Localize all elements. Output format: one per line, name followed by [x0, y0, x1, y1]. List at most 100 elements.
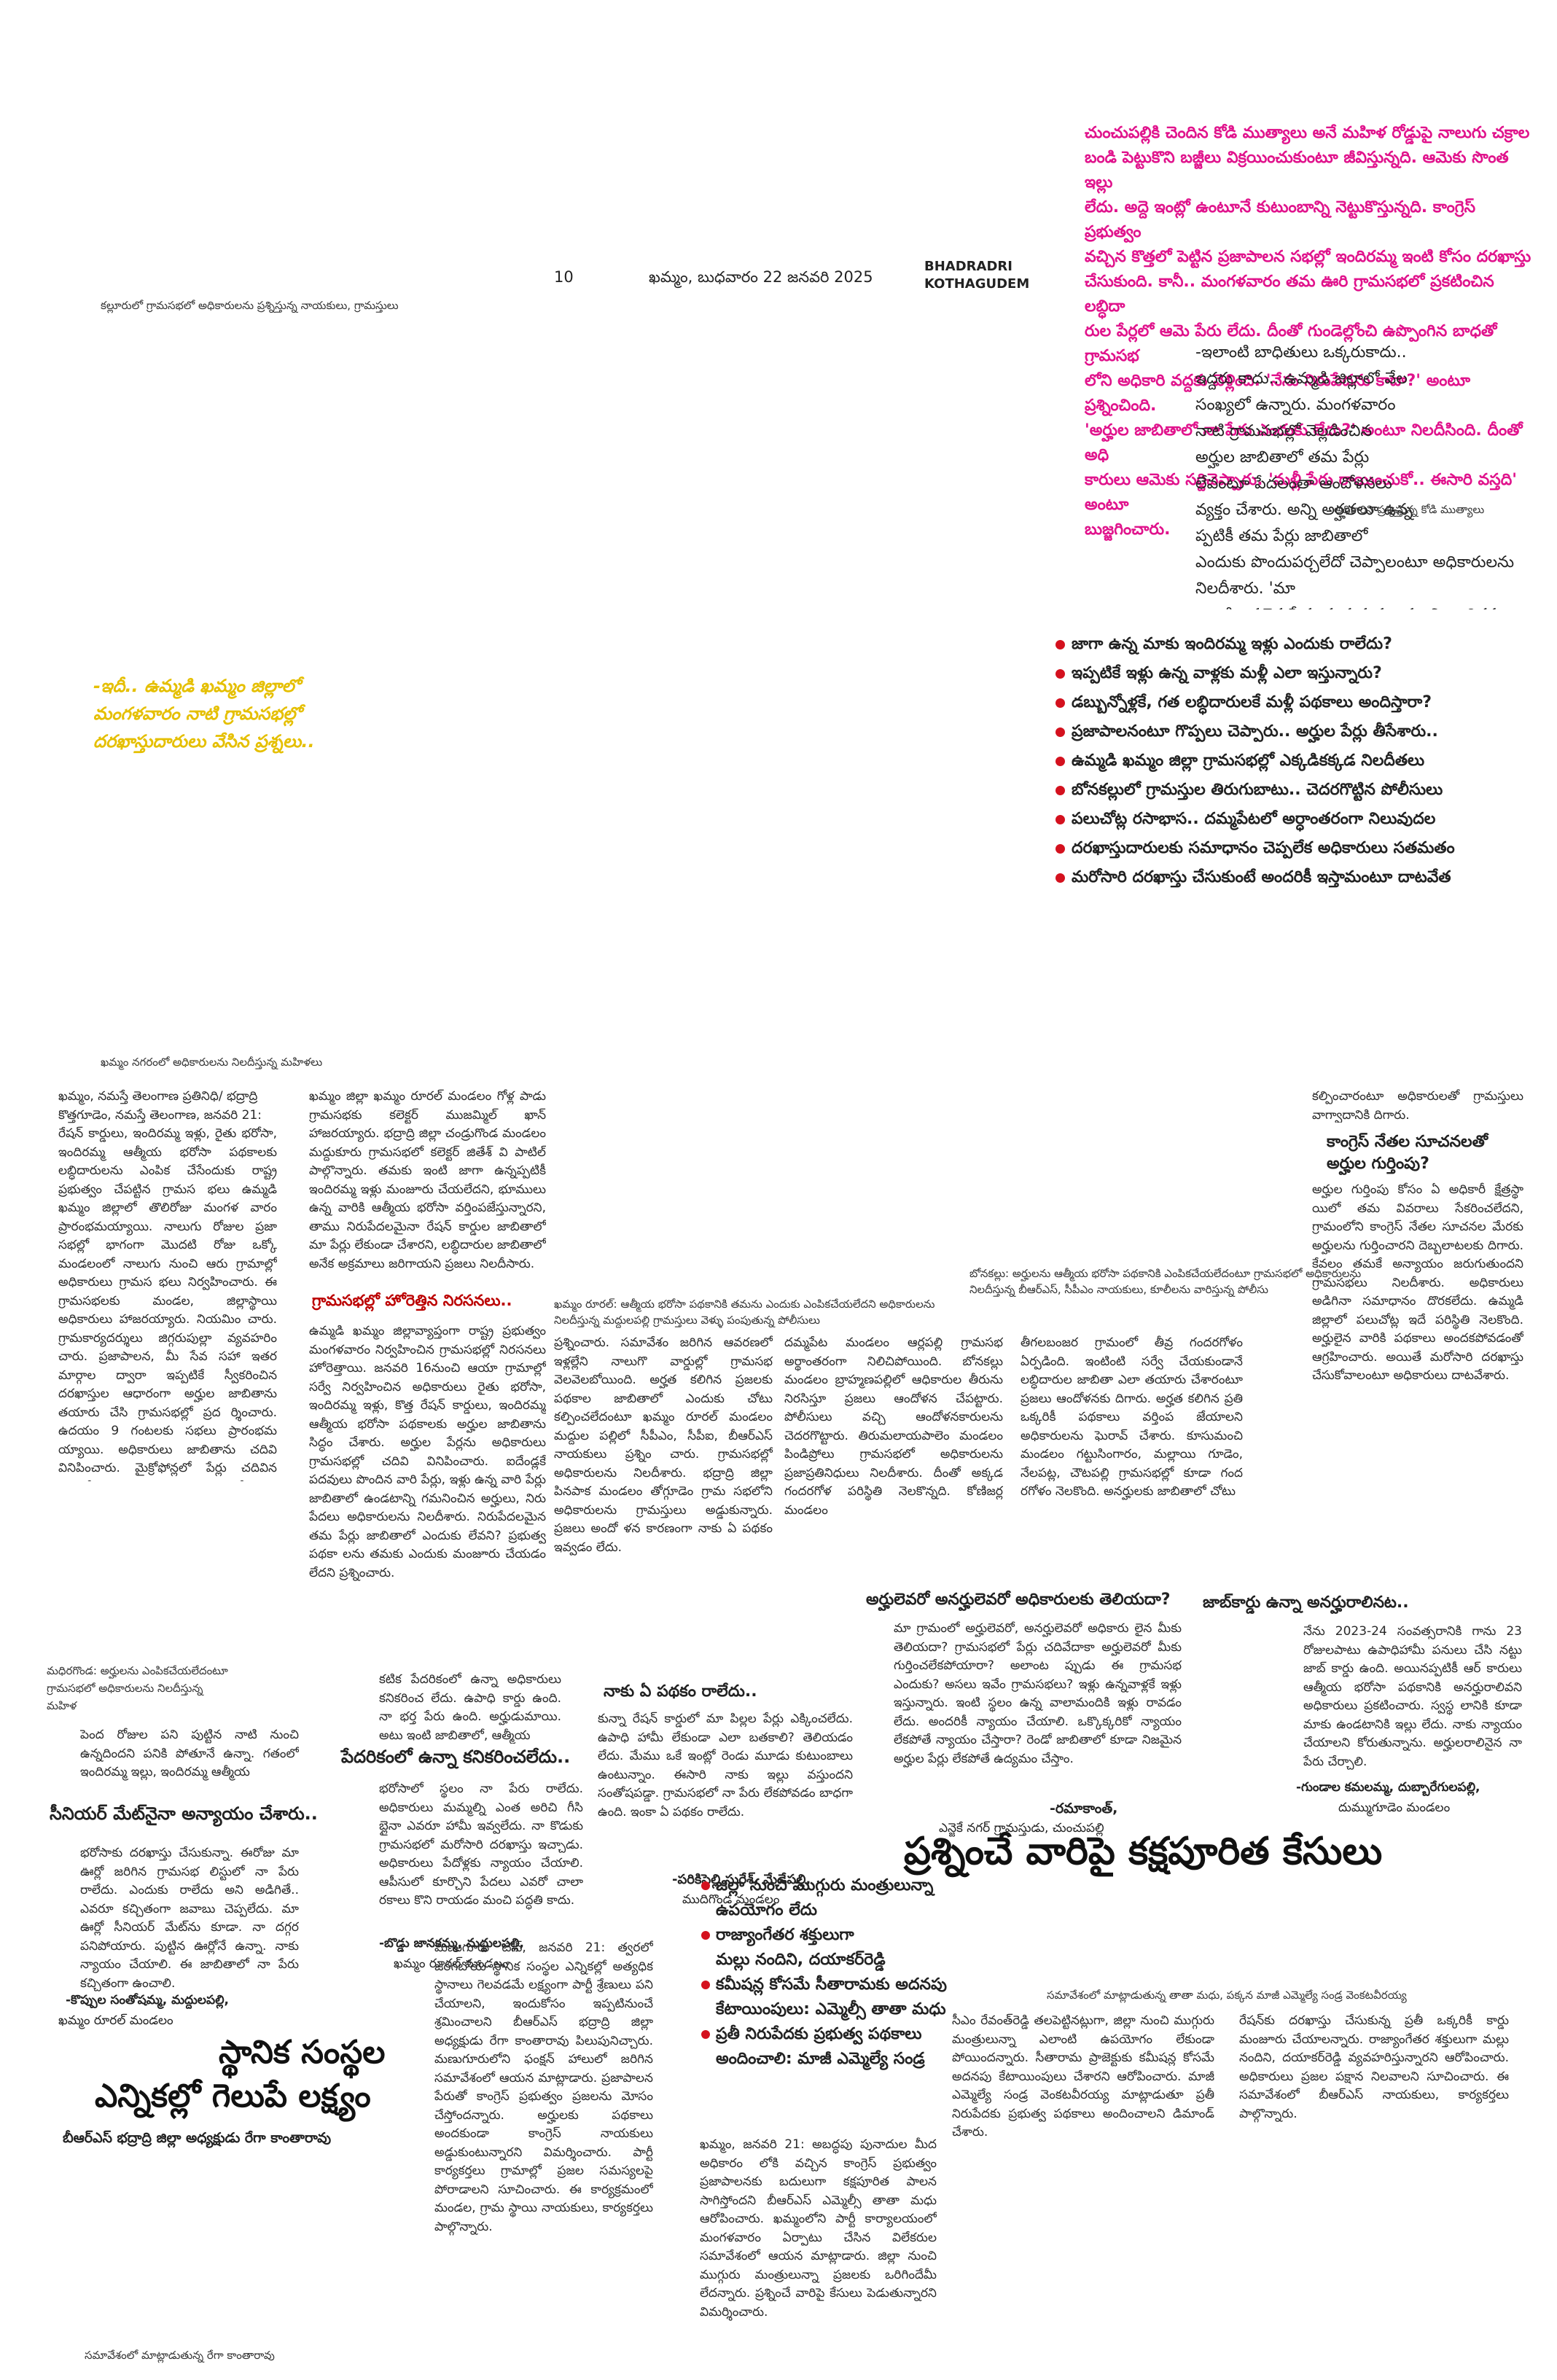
main-story-column-2: ఖమ్మం జిల్లా ఖమ్మం రూరల్ మండలం గోళ్ల పాడ…	[309, 1089, 546, 1271]
santhoshamma-place: ఖమ్మం రూరల్ మండలం	[58, 2013, 173, 2028]
kantharao-photo-caption: సమావేశంలో మాట్లాడుతున్న రేగా కాంతారావు	[85, 2349, 275, 2362]
headline-sthanika-2: ఎన్నికల్లో గెలుపే లక్ష్యం	[95, 2077, 371, 2115]
question-item: ఇప్పటికే ఇళ్లు ఉన్న వాళ్లకు మళ్లీ ఎలా ఇస…	[1055, 659, 1455, 688]
questions-intro-callout: -ఇదీ.. ఉమ్మడి ఖమ్మం జిల్లాలో మంగళవారం నా…	[93, 676, 315, 752]
question-text: పలుచోట్ల రసాభాస.. దమ్మపేటలో అర్ధాంతరంగా …	[1072, 810, 1436, 828]
ramakanth-signature: -రమాకాంత్,	[1050, 1800, 1118, 1817]
headline-sthanika-1: స్థానిక సంస్థల	[219, 2034, 386, 2071]
bullet-icon	[1055, 698, 1065, 708]
sthanika-subhead: బీఆర్ఎస్ భద్రాద్రి జిల్లా అధ్యక్షుడు రేగ…	[63, 2130, 332, 2146]
dateline: ఖమ్మం, బుధవారం 22 జనవరి 2025	[649, 268, 873, 286]
main-story-column-2b: ఉమ్మడి ఖమ్మం జిల్లావ్యాప్తంగా రాష్ట్ర ప్…	[309, 1324, 546, 1580]
headline-kakshapurita-kesulu: ప్రశ్నించే వారిపై కక్షపూరిత కేసులు	[904, 1830, 1383, 1873]
subhead-senior-mate: సీనియర్ మేట్‌నైనా అన్యాయం చేశారు..	[50, 1803, 318, 1824]
congress-story-text: అర్హుల గుర్తింపు కోసం ఏ అధికారీ క్షేత్రస…	[1312, 1182, 1523, 1383]
column-6-top: కల్పించారంటూ అధికారులతో గ్రామస్తులు వాగ్…	[1312, 1089, 1523, 1123]
senior-mate-quote: భరోసాకు దరఖాస్తు చేసుకున్నా. ఈరోజు మా ఊర…	[80, 1846, 299, 1991]
bullet-icon	[1055, 639, 1065, 649]
pedarikam-quote: భరోసాలో స్థలం నా పేరు రాలేదు. అధికారులు …	[379, 1782, 583, 1908]
jobcard-quote-text: నేను 2023-24 సంవత్సరానికి గాను 23 రోజులప…	[1303, 1624, 1522, 1769]
question-item: బోనకల్లులో గ్రామస్తుల తిరుగుబాటు.. చెదరగ…	[1055, 776, 1455, 805]
bullet-text: కమీషన్ల కోసమే సీతారామకు అదనపు	[716, 1975, 947, 1994]
subhead-grama-sabha: గ్రామసభల్లో హోరెత్తిన నిరసనలు..	[312, 1292, 512, 1309]
bullet-text: ప్రతీ నిరుపేదకు ప్రభుత్వ పథకాలు	[716, 2025, 922, 2043]
question-item: డబ్బున్నోళ్లకే, గత లబ్ధిదారులకే మళ్లీ పథ…	[1055, 688, 1455, 717]
bullet-icon	[1055, 873, 1065, 883]
bullet-line: కమీషన్ల కోసమే సీతారామకు అదనపు	[701, 1973, 1109, 1997]
jobcard-place: దుమ్ముగూడెం మండలం	[1338, 1800, 1451, 1815]
kodi-photo-caption: అధికారిని ప్రశ్నిస్తున్న కోడి ముత్యాలు	[1334, 503, 1485, 516]
question-item: మరోసారి దరఖాస్తు చేసుకుంటే అందరికీ ఇస్తా…	[1055, 863, 1455, 892]
bullet-line: కేటాయింపులు: ఎమ్మెల్సీ తాతా మధు	[716, 2000, 946, 2018]
question-text: డబ్బున్నోళ్లకే, గత లబ్ధిదారులకే మళ్లీ పథ…	[1072, 693, 1432, 711]
santhoshamma-signature: -కొప్పుల సంతోషమ్మ, మద్దులపల్లి,	[66, 1993, 229, 2008]
ramakanth-place: ఎన్జెకే నగర్ గ్రామస్తుడు, చుంచుపల్లి	[939, 1821, 1104, 1835]
rural-photo-caption: ఖమ్మం రూరల్: ఆత్మీయ భరోసా పథకానికి తమను …	[554, 1298, 935, 1327]
bullet-icon	[1055, 727, 1065, 737]
intro-body-text: -ఇలాంటి బాధితులు ఒక్కరుకాదు.. ఇద్దరు కాద…	[1195, 343, 1515, 609]
arhulu-quote-text: మా గ్రామంలో అర్హులెవరో, అనర్హులెవరో అధిక…	[894, 1621, 1182, 1766]
janakamma-place: ఖమ్మం రూరల్ మండలం	[394, 1956, 509, 1971]
jobcard-signature: -గుండాల కమలమ్మ, దుబ్బారేగులపల్లి,	[1296, 1780, 1480, 1795]
bonakal-photo-caption: బోనకల్లు: అర్హులను ఆత్మీయ భరోసా పథకానికి…	[969, 1267, 1362, 1296]
question-text: ప్రజాపాలనంటూ గొప్పలు చెప్పారు.. అర్హుల ప…	[1072, 722, 1438, 741]
bullet-line: రాజ్యాంగేతర శక్తులుగా	[701, 1923, 1109, 1948]
bullet-line: జిల్లా నుంచి ముగ్గురు మంత్రులున్నా	[701, 1873, 1109, 1898]
subhead-congress: కాంగ్రెస్ నేతల సూచనలతో అర్హుల గుర్తింపు?	[1327, 1133, 1488, 1173]
janakamma-signature: -బొడ్డు జానకమ్మ, మద్దులపల్లి,	[379, 1936, 524, 1951]
main-story-column-3: ప్రశ్నించారు. సమావేశం జరిగిన ఆవరణలో ఇళ్ల…	[554, 1335, 773, 1555]
main-story-column-5: తీగలబంజర గ్రామంలో తీవ్ర గందరగోళం ఏర్పడిం…	[1021, 1335, 1243, 1499]
top-photo-caption: కల్లూరులో గ్రామసభలో అధికారులను ప్రశ్నిస్…	[101, 299, 399, 312]
bullet-icon	[701, 1881, 710, 1890]
subhead-pedarikam: పేదరికంలో ఉన్నా కనికరించలేదు..	[341, 1747, 571, 1767]
question-text: ఇప్పటికే ఇళ్లు ఉన్న వాళ్లకు మళ్లీ ఎలా ఇస…	[1072, 664, 1382, 682]
question-text: జాగా ఉన్న మాకు ఇందిరమ్మ ఇళ్లు ఎందుకు రాల…	[1072, 635, 1392, 653]
bullet-icon	[701, 2030, 710, 2039]
madhira-quote-top: పెంద రోజుల పని పుట్టిన నాటి నుంచి ఉన్నది…	[80, 1728, 299, 1779]
bullet-line: మల్లు నందిని, దయాకర్‌రెడ్డి	[716, 1951, 886, 1969]
question-item: ఉమ్మడి ఖమ్మం జిల్లా గ్రామసభల్లో ఎక్కడికక…	[1055, 746, 1455, 776]
madhu-story-column-2: సీఎం రేవంత్‌రెడ్డి తలపెట్టినట్లుగా, జిల్…	[952, 2013, 1214, 2139]
district-name: BHADRADRI KOTHAGUDEM	[924, 258, 1029, 293]
bullet-line: అందించాలి: మాజీ ఎమ్మెల్యే సండ్ర	[716, 2050, 925, 2068]
suresh-place: ముదిగొండ మండలం	[682, 1892, 780, 1907]
bullet-icon	[1055, 785, 1065, 795]
question-item: పలుచోట్ల రసాభాస.. దమ్మపేటలో అర్ధాంతరంగా …	[1055, 805, 1455, 834]
main-story-column-4: దమ్మపేట మండలం ఆర్లపల్లి గ్రామసభ అర్థాంతర…	[784, 1335, 1003, 1518]
madhu-photo-caption: సమావేశంలో మాట్లాడుతున్న తాతా మధు, పక్కన …	[1047, 1989, 1407, 2002]
page-number: 10	[554, 268, 574, 286]
district-line-2: KOTHAGUDEM	[924, 276, 1030, 292]
subhead-naku: నాకు ఏ పథకం రాలేదు..	[604, 1682, 757, 1701]
bullet-icon	[701, 1981, 710, 1989]
bullet-text: జిల్లా నుంచి ముగ్గురు మంత్రులున్నా	[716, 1876, 934, 1895]
pedarikam-quote-top: కటిక పేదరికంలో ఉన్నా అధికారులు కనికరించ …	[379, 1672, 561, 1743]
question-item: ప్రజాపాలనంటూ గొప్పలు చెప్పారు.. అర్హుల ప…	[1055, 717, 1455, 746]
district-line-1: BHADRADRI	[924, 259, 1012, 274]
madhu-bullets: జిల్లా నుంచి ముగ్గురు మంత్రులున్నా ఉపయోగ…	[701, 1873, 1109, 2072]
main-story-column-1: ఖమ్మం, నమస్తే తెలంగాణ ప్రతినిధి/ భద్రాద్…	[58, 1089, 277, 1481]
question-text: ఉమ్మడి ఖమ్మం జిల్లా గ్రామసభల్లో ఎక్కడికక…	[1072, 752, 1425, 770]
question-item: దరఖాస్తుదారులకు సమాధానం చెప్పలేక అధికారు…	[1055, 834, 1455, 863]
question-text: దరఖాస్తుదారులకు సమాధానం చెప్పలేక అధికారు…	[1072, 839, 1455, 857]
intro-highlight-text: చుంచుపల్లికి చెందిన కోడి ముత్యాలు అనే మహ…	[1085, 124, 1531, 539]
bullet-icon	[1055, 843, 1065, 854]
subhead-arhulu: అర్హులెవరో అనర్హులెవరో అధికారులకు తెలియద…	[866, 1591, 1171, 1609]
madhira-photo-caption: మధిరగొండ: అర్హులను ఎంపికచేయలేదంటూ గ్రామస…	[47, 1664, 228, 1712]
bullet-text: రాజ్యాంగేతర శక్తులుగా	[716, 1926, 854, 1944]
question-item: జాగా ఉన్న మాకు ఇందిరమ్మ ఇళ్లు ఎందుకు రాల…	[1055, 630, 1455, 659]
naku-quote-text: కున్నా రేషన్ కార్డులో మా పిల్లల పేర్లు ఎ…	[598, 1712, 853, 1819]
subhead-jobcard: జాబ్‌కార్డు ఉన్నా అనర్హురాలినట..	[1203, 1593, 1409, 1612]
madhu-story-column-1: ఖమ్మం, జనవరి 21: అబద్ధపు పునాదుల మీద అధి…	[700, 2137, 937, 2319]
question-text: మరోసారి దరఖాస్తు చేసుకుంటే అందరికీ ఇస్తా…	[1072, 868, 1451, 886]
bullet-icon	[1055, 814, 1065, 824]
khammam-photo-caption: ఖమ్మం నగరంలో అధికారులను నిలదీస్తున్న మహి…	[101, 1056, 323, 1069]
question-text: బోనకల్లులో గ్రామస్తుల తిరుగుబాటు.. చెదరగ…	[1072, 781, 1443, 799]
bullet-icon	[1055, 756, 1065, 766]
bullet-line: ఉపయోగం లేదు	[716, 1901, 817, 1919]
bullet-icon	[1055, 668, 1065, 679]
sthanika-story-text: మణుగూరు టౌన్, జనవరి 21: త్వరలో జరగబోయే స…	[434, 1940, 653, 2234]
bullet-line: ప్రతీ నిరుపేదకు ప్రభుత్వ పథకాలు	[701, 2022, 1109, 2047]
questions-list: జాగా ఉన్న మాకు ఇందిరమ్మ ఇళ్లు ఎందుకు రాల…	[1055, 630, 1455, 892]
madhu-story-column-3: రేషన్‌కు దరఖాస్తు చేసుకున్న ప్రతీ ఒక్కరి…	[1239, 2013, 1509, 2121]
bullet-icon	[701, 1931, 710, 1940]
